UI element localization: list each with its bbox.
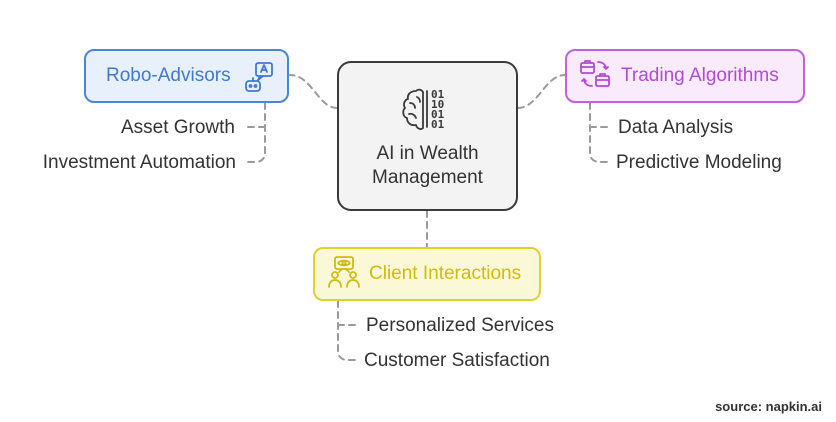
center-node: 01 10 01 01 AI in Wealth Management <box>337 61 518 211</box>
client-interactions-node: Client Interactions <box>313 247 541 301</box>
center-title-line2: Management <box>372 166 483 188</box>
trading-item-predictive-modeling: Predictive Modeling <box>616 152 782 173</box>
client-interactions-label: Client Interactions <box>369 263 522 284</box>
connector-trading <box>517 74 566 109</box>
trading-algorithms-node: Trading Algorithms <box>565 49 805 103</box>
briefcase-exchange-icon <box>579 58 611 95</box>
robo-advisors-label: Robo-Advisors <box>106 65 231 86</box>
robo-advisors-node: Robo-Advisors <box>84 49 289 103</box>
center-title-line1: AI in Wealth <box>376 142 479 164</box>
source-credit: source: napkin.ai <box>715 399 822 414</box>
svg-text:01: 01 <box>431 88 445 101</box>
svg-text:10: 10 <box>431 98 444 111</box>
connector-client-items <box>337 300 357 361</box>
connector-trading-items <box>589 102 608 163</box>
people-vision-icon <box>327 255 361 294</box>
trading-algorithms-label: Trading Algorithms <box>621 65 779 86</box>
client-item-customer-satisfaction: Customer Satisfaction <box>364 350 550 371</box>
svg-text:01: 01 <box>431 108 445 121</box>
robo-item-asset-growth: Asset Growth <box>120 117 235 138</box>
connector-robo-items <box>246 102 266 163</box>
connector-robo <box>289 74 338 109</box>
robot-chat-icon <box>243 61 275 98</box>
robo-item-investment-automation: Investment Automation <box>42 152 236 173</box>
brain-binary-icon: 01 10 01 01 <box>400 83 456 140</box>
svg-text:01: 01 <box>431 118 445 131</box>
client-item-personalized-services: Personalized Services <box>366 315 554 336</box>
trading-item-data-analysis: Data Analysis <box>618 117 734 138</box>
